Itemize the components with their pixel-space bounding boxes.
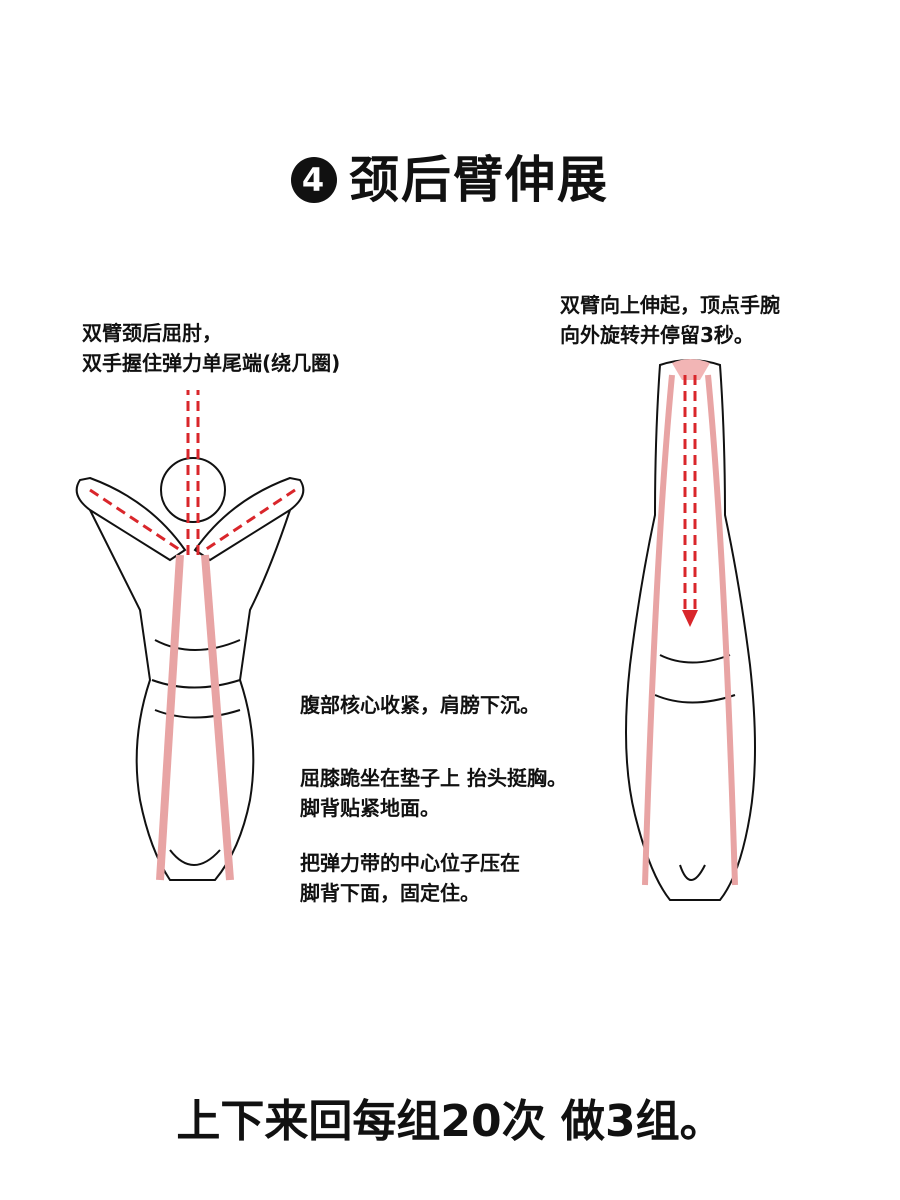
title-text: 颈后臂伸展 bbox=[349, 151, 609, 209]
resistance-band bbox=[642, 374, 738, 886]
band-arrow-down bbox=[683, 375, 697, 615]
instruction-band-anchor: 把弹力带的中心位子压在 脚背下面，固定住。 bbox=[300, 848, 520, 908]
instruction-kneel: 屈膝跪坐在垫子上 抬头挺胸。 脚背贴紧地面。 bbox=[300, 763, 567, 823]
note-line: 腹部核心收紧，肩膀下沉。 bbox=[300, 693, 540, 717]
note-line: 脚背贴紧地面。 bbox=[300, 796, 440, 820]
note-line: 向外旋转并停留3秒。 bbox=[560, 323, 754, 347]
note-line: 双手握住弹力单尾端(绕几圈) bbox=[82, 351, 341, 375]
page-title: 4 颈后臂伸展 bbox=[0, 140, 900, 212]
note-line: 屈膝跪坐在垫子上 抬头挺胸。 bbox=[300, 766, 567, 790]
instruction-right-top: 双臂向上伸起，顶点手腕 向外旋转并停留3秒。 bbox=[560, 290, 780, 350]
note-line: 双臂向上伸起，顶点手腕 bbox=[560, 293, 780, 317]
note-line: 脚背下面，固定住。 bbox=[300, 881, 480, 905]
step-number-badge: 4 bbox=[291, 157, 337, 203]
figure-arms-raised bbox=[625, 359, 756, 901]
note-line: 双臂颈后屈肘， bbox=[82, 321, 222, 345]
resistance-band bbox=[156, 554, 234, 881]
instruction-left-top: 双臂颈后屈肘， 双手握住弹力单尾端(绕几圈) bbox=[82, 318, 340, 378]
reps-instruction: 上下来回每组20次 做3组。 bbox=[176, 1096, 724, 1147]
figure-arms-behind-neck bbox=[75, 390, 305, 881]
note-line: 把弹力带的中心位子压在 bbox=[300, 851, 520, 875]
instruction-core: 腹部核心收紧，肩膀下沉。 bbox=[300, 690, 540, 720]
band-arrow-up bbox=[89, 390, 296, 555]
